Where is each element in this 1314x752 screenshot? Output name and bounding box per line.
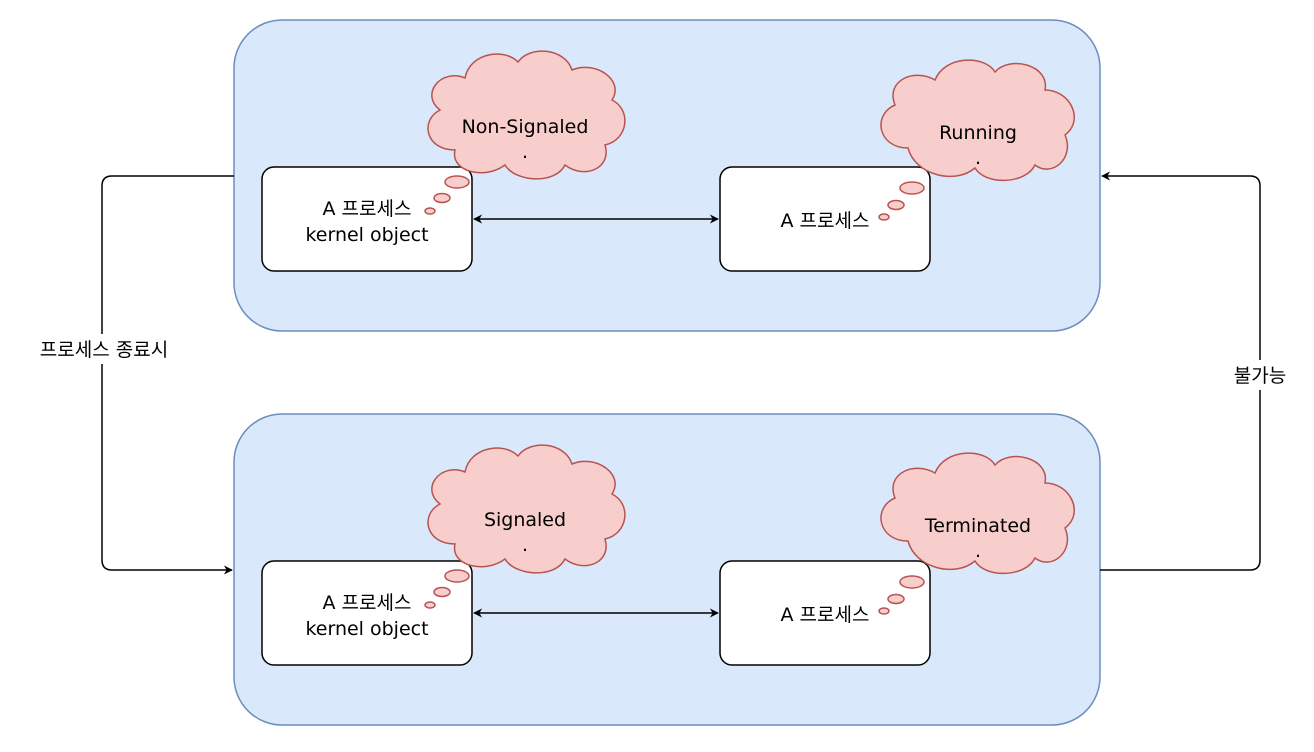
- bottom-process-box[interactable]: [719, 560, 931, 666]
- bottom-kernel-thought-bubble-large: [444, 569, 470, 583]
- bottom-process-node[interactable]: A 프로세스: [719, 560, 931, 666]
- top-kernel-object-box[interactable]: [261, 166, 473, 272]
- top-kernel-object-line2: kernel object: [305, 224, 428, 246]
- bottom-kernel-thought-bubble-medium: [433, 586, 451, 598]
- bottom-process-thought-bubble-large: [899, 575, 925, 589]
- bottom-process-state-dot: .: [975, 540, 981, 562]
- top-process-thought-bubble-medium: [887, 199, 905, 211]
- bottom-kernel-state-label: Signaled: [484, 509, 566, 531]
- bottom-process-label: A 프로세스: [781, 604, 870, 626]
- top-process-state-dot: .: [975, 147, 981, 169]
- bottom-kernel-object-box[interactable]: [261, 560, 473, 666]
- bottom-kernel-state-dot: .: [522, 534, 528, 556]
- top-kernel-thought-bubble-medium: [433, 192, 451, 204]
- bottom-kernel-thought-bubble-small: [424, 601, 436, 609]
- bottom-process-state-label: Terminated: [924, 515, 1031, 537]
- top-kernel-object-node[interactable]: A 프로세스 kernel object: [261, 166, 473, 272]
- left-transition-label: 프로세스 종료시: [40, 339, 168, 361]
- top-process-thought-bubble-large: [899, 181, 925, 195]
- bottom-process-state-cloud-icon: [880, 452, 1075, 575]
- left-transition-arrow: [101, 175, 234, 575]
- top-process-state-cloud-icon: [880, 59, 1075, 182]
- top-kernel-state-cloud-icon: [427, 50, 626, 180]
- top-kernel-state-thought: Non-Signaled .: [424, 50, 626, 215]
- top-process-state-label: Running: [939, 122, 1017, 144]
- top-kernel-state-label: Non-Signaled: [462, 116, 589, 138]
- right-transition-label-bg: [1222, 360, 1298, 390]
- bottom-group: A 프로세스 kernel object A 프로세스 Signaled . T…: [233, 413, 1101, 726]
- top-process-state-thought: Running .: [878, 59, 1075, 221]
- top-kernel-thought-bubble-large: [444, 175, 470, 189]
- bottom-kernel-object-line2: kernel object: [305, 618, 428, 640]
- top-kernel-thought-bubble-small: [424, 207, 436, 215]
- left-transition-label-bg: [24, 334, 184, 364]
- top-process-label: A 프로세스: [781, 210, 870, 232]
- bottom-process-thought-bubble-small: [878, 607, 890, 615]
- right-transition-label: 불가능: [1234, 365, 1286, 387]
- bottom-kernel-state-cloud-icon: [427, 444, 626, 574]
- top-kernel-state-dot: .: [522, 141, 528, 163]
- top-process-thought-bubble-small: [878, 213, 890, 221]
- top-process-node[interactable]: A 프로세스: [719, 166, 931, 272]
- bottom-process-thought-bubble-medium: [887, 593, 905, 605]
- top-kernel-object-line1: A 프로세스: [323, 198, 412, 220]
- top-group: A 프로세스 kernel object A 프로세스 Non-Signaled…: [233, 19, 1101, 332]
- bottom-kernel-state-thought: Signaled .: [424, 444, 626, 609]
- bottom-process-state-thought: Terminated .: [878, 452, 1075, 615]
- bottom-kernel-object-node[interactable]: A 프로세스 kernel object: [261, 560, 473, 666]
- top-process-box[interactable]: [719, 166, 931, 272]
- bottom-kernel-object-line1: A 프로세스: [323, 592, 412, 614]
